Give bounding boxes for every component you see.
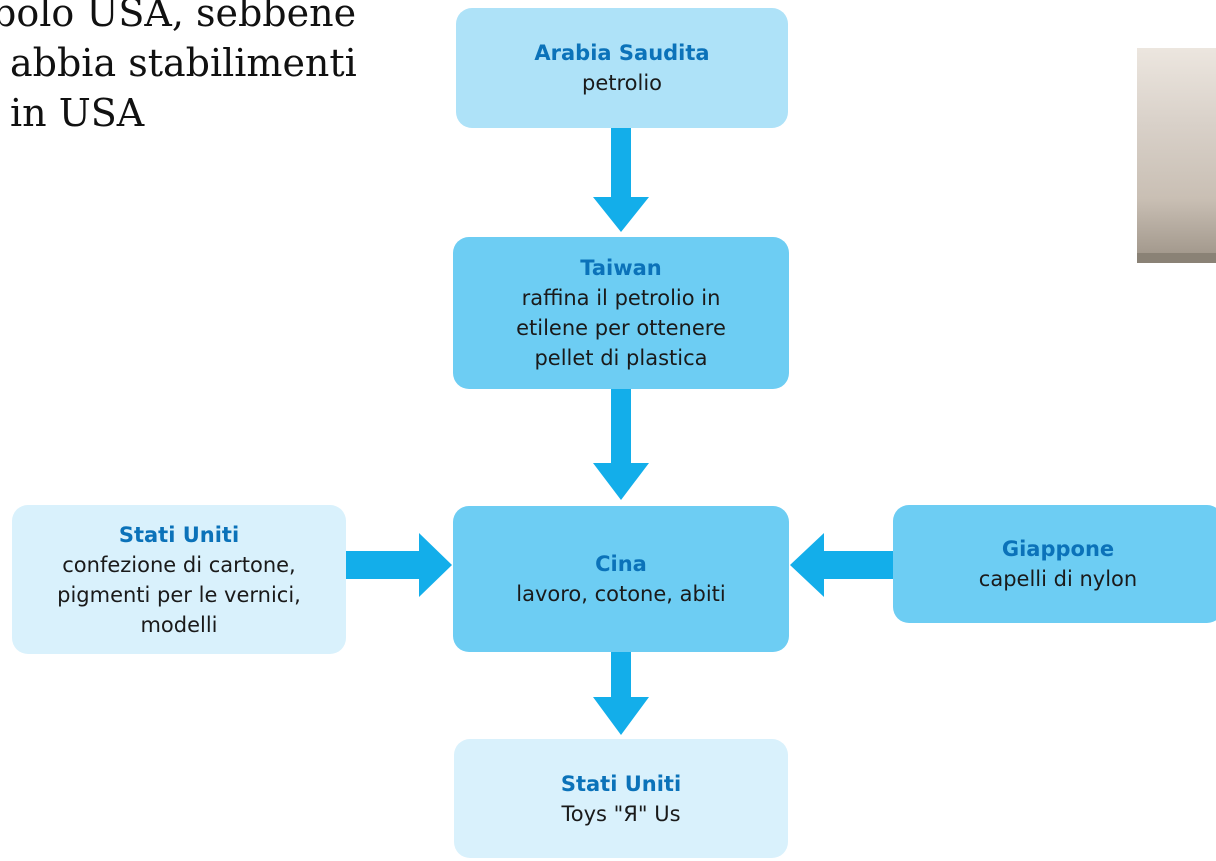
arrow-taiwan-to-cina [593,389,649,500]
node-name: Cina [595,552,647,576]
node-taiwan: Taiwan raffina il petrolio in etilene pe… [453,237,789,389]
arrow-usa-to-cina [346,533,452,597]
node-arabia-saudita: Arabia Saudita petrolio [456,8,788,128]
node-name: Giappone [1001,537,1115,561]
node-name: Stati Uniti [560,771,682,796]
product-photo [1137,48,1216,263]
node-description: capelli di nylon [978,567,1138,591]
arrow-saudi-to-taiwan [593,128,649,232]
node-name: Arabia Saudita [534,41,710,65]
node-stati-uniti-inputs: Stati Uniti confezione di cartone, pigme… [12,505,346,654]
node-description: petrolio [581,71,663,95]
node-cina: Cina lavoro, cotone, abiti [453,506,789,652]
node-description: confezione di cartone, pigmenti per le v… [57,552,301,637]
node-name: Taiwan [580,256,662,280]
node-stati-uniti-retail: Stati Uniti Toys "Я" Us [454,739,788,858]
slide-body-text: bolo USA, sebbene abbia stabilimenti in … [0,0,357,138]
node-description: raffina il petrolio in etilene per otten… [516,286,726,370]
slide-text-line-1: bolo USA, sebbene [0,0,357,35]
node-giappone: Giappone capelli di nylon [893,505,1216,623]
slide-text-line-2: abbia stabilimenti [10,41,357,85]
arrow-cina-to-usa [593,652,649,735]
node-name: Stati Uniti [118,522,240,547]
arrow-giappone-to-cina [790,533,893,597]
slide-text-line-3: in USA [10,91,145,135]
node-description: lavoro, cotone, abiti [516,582,726,606]
node-description: Toys "Я" Us [561,801,681,826]
